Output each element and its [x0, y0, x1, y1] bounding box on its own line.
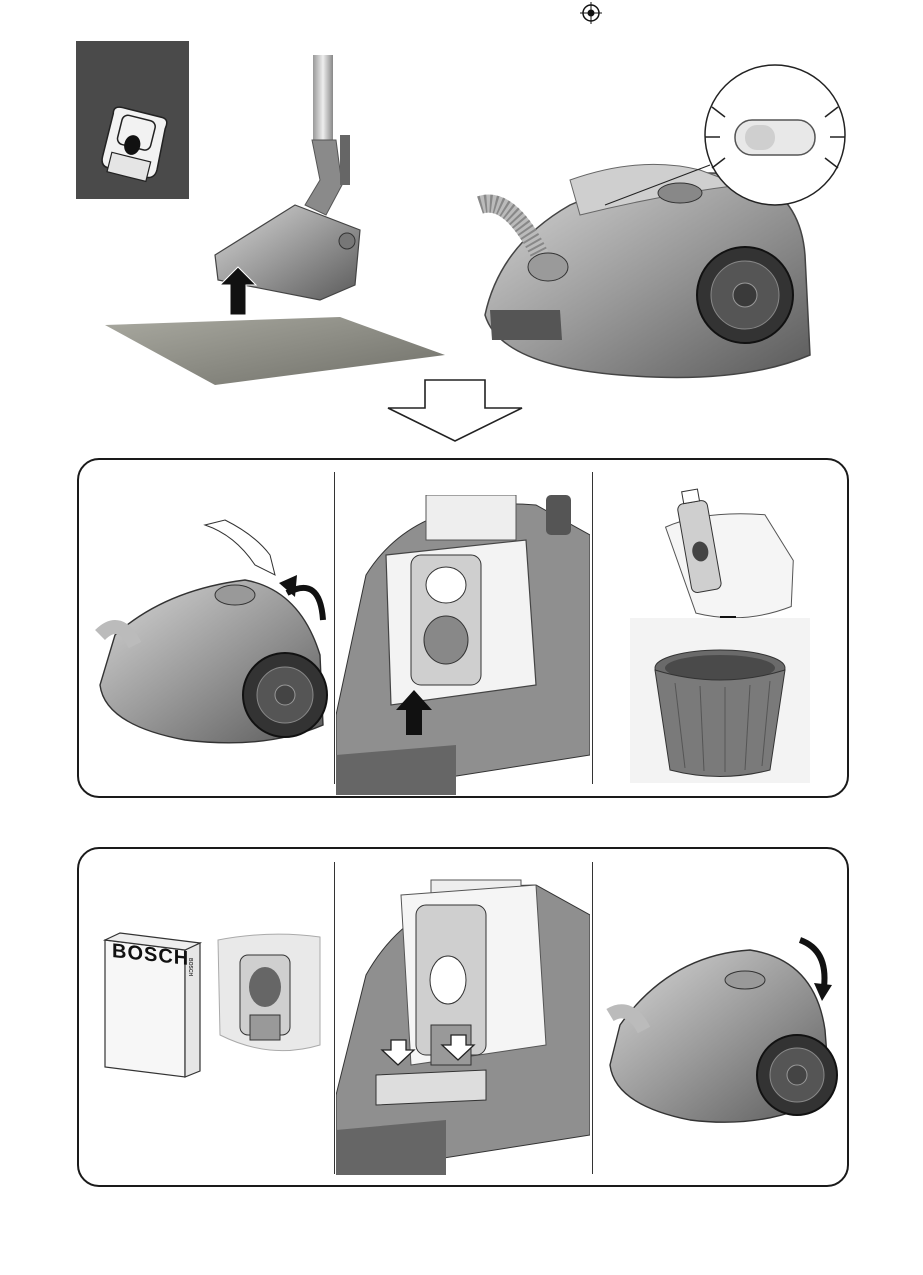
- curved-arrow-close-icon: [812, 975, 813, 976]
- box-side-brand-label: BOSCH: [187, 958, 193, 976]
- step-pull-out-bag: [336, 495, 590, 795]
- step-dispose-bag: [630, 478, 810, 783]
- insert-arrows-icon: [391, 1040, 392, 1041]
- outline-down-arrow-icon: [385, 378, 525, 444]
- step-close-lid: [600, 935, 840, 1135]
- panel-1-divider-1: [334, 472, 335, 784]
- step-open-lid: [95, 495, 330, 755]
- top-illustration: [100, 55, 850, 385]
- up-arrow-icon: [396, 690, 397, 691]
- panel-2-divider-2: [592, 862, 593, 1174]
- down-arrow-icon: [728, 620, 729, 621]
- curved-arrow-open-icon: [285, 570, 286, 571]
- panel-2-divider-1: [334, 862, 335, 1174]
- panel-1-divider-2: [592, 472, 593, 784]
- registration-mark-icon: [580, 2, 602, 24]
- step-insert-bag: [336, 865, 590, 1175]
